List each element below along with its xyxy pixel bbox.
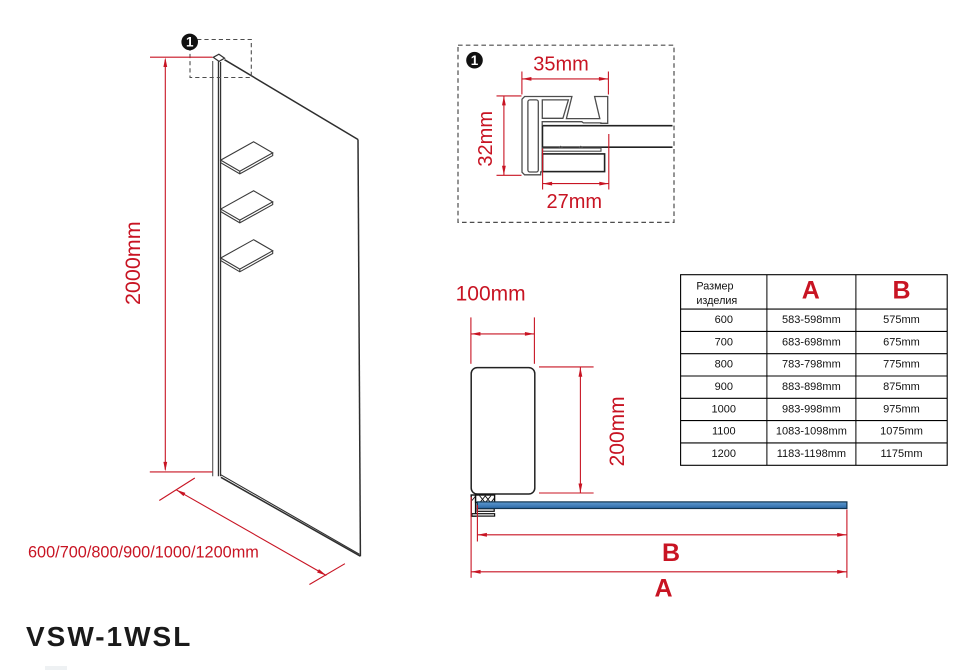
svg-text:700: 700 (715, 336, 733, 348)
svg-text:975mm: 975mm (883, 403, 920, 415)
svg-text:1: 1 (471, 53, 479, 68)
svg-text:1: 1 (186, 35, 194, 50)
svg-text:800: 800 (715, 359, 733, 371)
svg-text:1175mm: 1175mm (881, 448, 923, 460)
svg-text:B: B (662, 539, 680, 567)
svg-text:1183-1198mm: 1183-1198mm (777, 448, 846, 460)
svg-text:883-898mm: 883-898mm (782, 381, 841, 393)
svg-text:200mm: 200mm (606, 396, 629, 466)
svg-text:983-998mm: 983-998mm (782, 403, 841, 415)
svg-text:32mm: 32mm (475, 111, 497, 167)
svg-text:100mm: 100mm (456, 283, 526, 306)
svg-text:A: A (654, 575, 672, 603)
svg-text:VSW-1WSL: VSW-1WSL (26, 621, 192, 652)
svg-text:583-598mm: 583-598mm (782, 314, 841, 326)
svg-text:2000mm: 2000mm (121, 221, 145, 305)
svg-text:B: B (892, 277, 910, 305)
svg-text:1100: 1100 (712, 426, 736, 438)
svg-text:Размер: Размер (696, 281, 733, 293)
svg-text:1075mm: 1075mm (880, 426, 923, 438)
svg-text:600/700/800/900/1000/1200mm: 600/700/800/900/1000/1200mm (28, 544, 259, 562)
svg-text:35mm: 35mm (533, 54, 589, 76)
svg-text:27mm: 27mm (547, 191, 603, 213)
svg-text:A: A (802, 277, 820, 305)
svg-text:575mm: 575mm (883, 314, 920, 326)
svg-text:783-798mm: 783-798mm (782, 359, 841, 371)
svg-text:875mm: 875mm (883, 381, 920, 393)
svg-text:683-698mm: 683-698mm (782, 336, 841, 348)
svg-text:675mm: 675mm (883, 336, 920, 348)
svg-text:900: 900 (715, 381, 733, 393)
svg-text:600: 600 (715, 314, 733, 326)
svg-text:1000: 1000 (712, 403, 736, 415)
svg-text:изделия: изделия (696, 295, 737, 307)
svg-text:1083-1098mm: 1083-1098mm (776, 426, 847, 438)
svg-text:775mm: 775mm (883, 359, 920, 371)
svg-text:1200: 1200 (712, 448, 736, 460)
